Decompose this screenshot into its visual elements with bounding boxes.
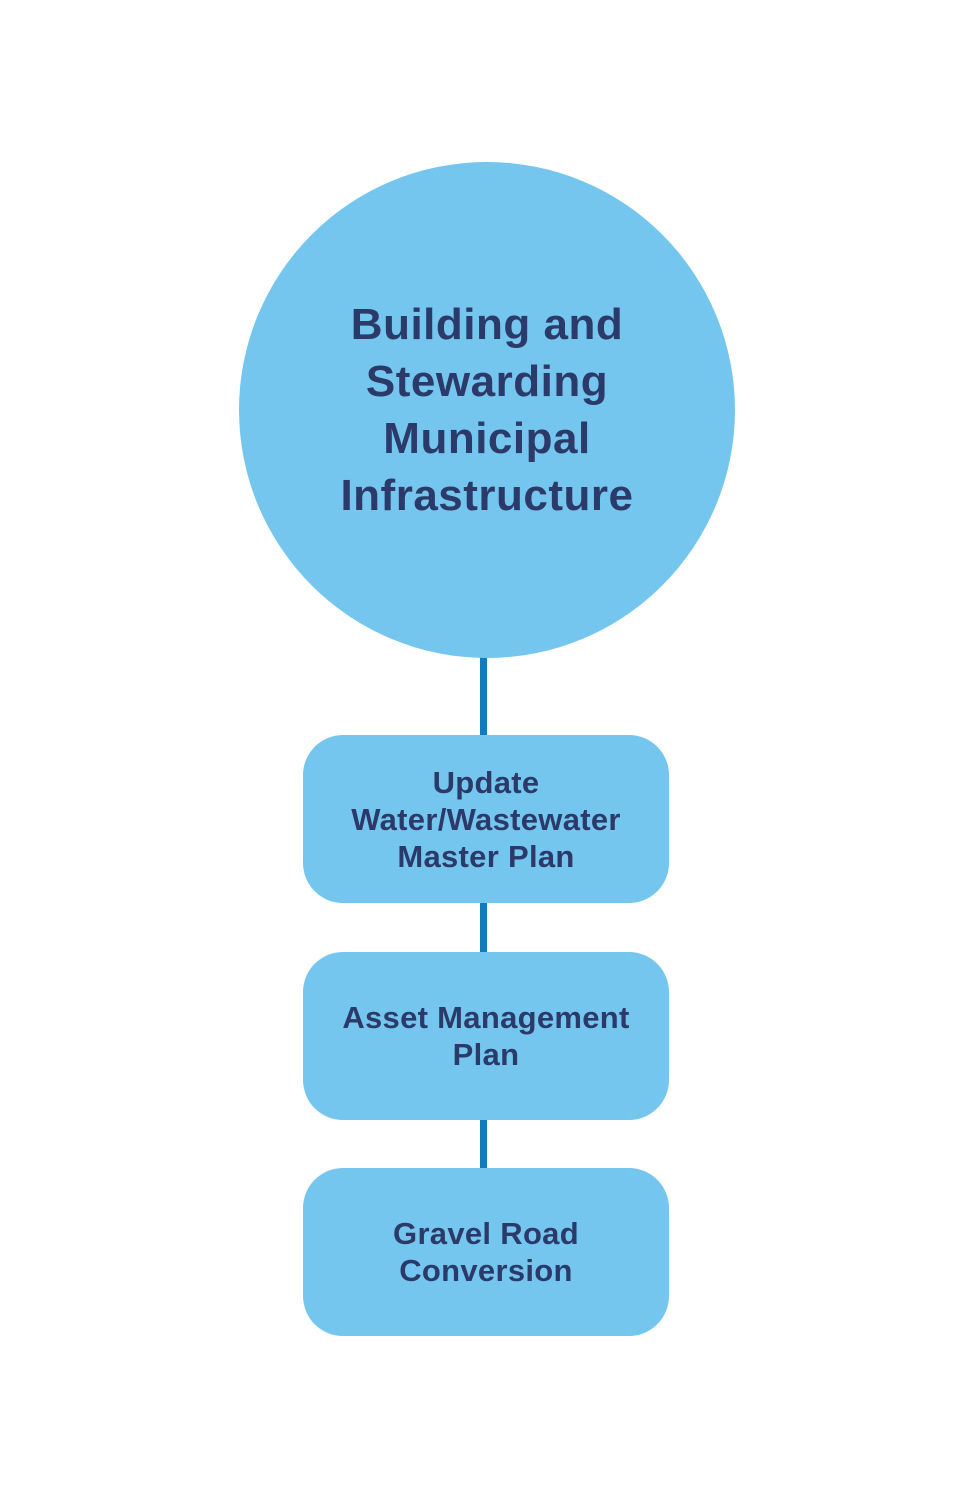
root-node-building-and-stewarding-municipal-infrastructure: Building and Stewarding Municipal Infras… (239, 162, 735, 658)
child-node-gravel-road-conversion: Gravel Road Conversion (303, 1168, 669, 1336)
child-node-asset-management-plan: Asset Management Plan (303, 952, 669, 1120)
child-node-label: Gravel Road Conversion (393, 1216, 579, 1288)
vertical-connector-line (480, 645, 487, 1185)
root-node-label: Building and Stewarding Municipal Infras… (340, 300, 634, 520)
child-node-label: Update Water/Wastewater Master Plan (351, 764, 621, 874)
child-node-update-water-wastewater-master-plan: Update Water/Wastewater Master Plan (303, 735, 669, 903)
child-node-label: Asset Management Plan (342, 1000, 630, 1072)
